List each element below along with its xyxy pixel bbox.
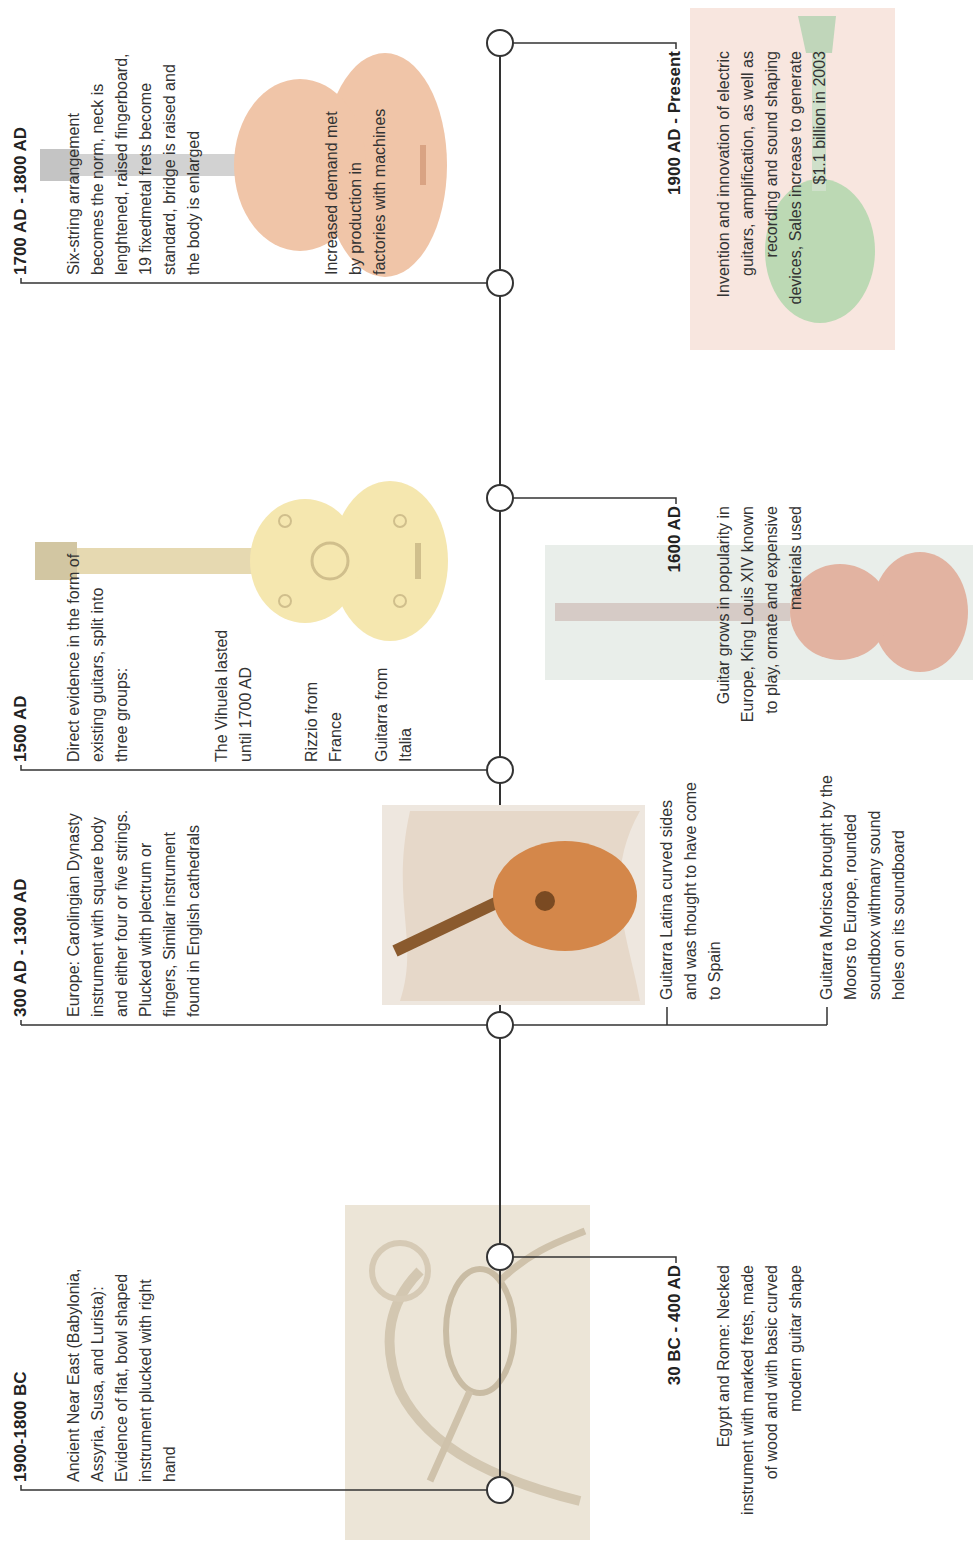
period-heading: 1700 AD - 1800 AD [10, 35, 32, 275]
image-ground [690, 8, 895, 350]
timeline-note: Guitarra from Italia [370, 652, 418, 762]
timeline-note: Direct evidence in the form of existing … [62, 547, 134, 762]
period-heading: 1600 AD [664, 506, 686, 656]
leader-line [500, 498, 676, 504]
timeline-note: Europe: Carolingian Dynasty instrument w… [62, 802, 206, 1017]
guitar-body [234, 79, 366, 251]
relief-figure [430, 1231, 585, 1481]
period-heading: 1900 AD - Present [664, 51, 686, 281]
guitar-bridge [415, 543, 421, 579]
timeline-dot [487, 1012, 513, 1038]
timeline-dot [487, 1477, 513, 1503]
guitar-rosette [394, 515, 406, 527]
timeline-note: Rizzio from France [300, 652, 348, 762]
image-ground [382, 805, 645, 1005]
image-ground [545, 545, 973, 680]
painting-image [382, 805, 645, 1005]
timeline-note: Increased demand met by production in fa… [320, 105, 392, 275]
timeline-note: Egypt and Rome: Necked instrument with m… [712, 1265, 808, 1515]
timeline-note: The Vihuela lasted until 1700 AD [210, 602, 258, 762]
timeline-note: Invention and innovation of electric gui… [712, 51, 832, 316]
electric-guitar-image [690, 8, 895, 350]
guitar-bridge [420, 145, 426, 185]
leader-line [21, 765, 500, 770]
leader-line [21, 278, 500, 283]
guitar-rosette [279, 595, 291, 607]
timeline-note: Six-string arrangement becomes the norm,… [62, 45, 206, 275]
guitar-rosette [279, 515, 291, 527]
leader-line [500, 43, 676, 49]
lute-neck [395, 901, 500, 951]
leader-line [21, 1485, 500, 1490]
relief-instrument [446, 1269, 514, 1393]
period-heading: 30 BC - 400 AD [664, 1265, 686, 1465]
timeline-dot [487, 757, 513, 783]
period-heading: 1900-1800 BC [10, 1272, 32, 1482]
timeline-dot [487, 30, 513, 56]
period-heading: 1500 AD [10, 562, 32, 762]
relief-figure [390, 1271, 580, 1501]
leader-line [500, 1257, 676, 1263]
painting-drape [400, 811, 640, 1001]
timeline-dot [487, 1244, 513, 1270]
timeline-note: Ancient Near East (Babylonia, Assyria, S… [62, 1267, 182, 1482]
relief-figure [372, 1243, 428, 1299]
guitar-body [250, 499, 360, 623]
lute-body [493, 841, 637, 951]
baroque-guitar-image [545, 545, 973, 680]
timeline-note: Guitar grows in popularity in Europe, Ki… [712, 506, 808, 726]
guitar-rosette [394, 595, 406, 607]
guitar-headstock [798, 16, 836, 53]
guitar-body [790, 564, 890, 660]
timeline-note: Guitarra Latina curved sides and was tho… [655, 770, 727, 1000]
timeline-note: Guitarra Morisca brought by the Moors to… [815, 770, 911, 1000]
timeline-dot [487, 270, 513, 296]
lute-soundhole [535, 891, 555, 911]
guitar-body [765, 179, 875, 323]
period-heading: 300 AD - 1300 AD [10, 797, 32, 1017]
guitar-neck [75, 548, 265, 574]
guitar-rosette [312, 543, 348, 579]
timeline-dot [487, 485, 513, 511]
